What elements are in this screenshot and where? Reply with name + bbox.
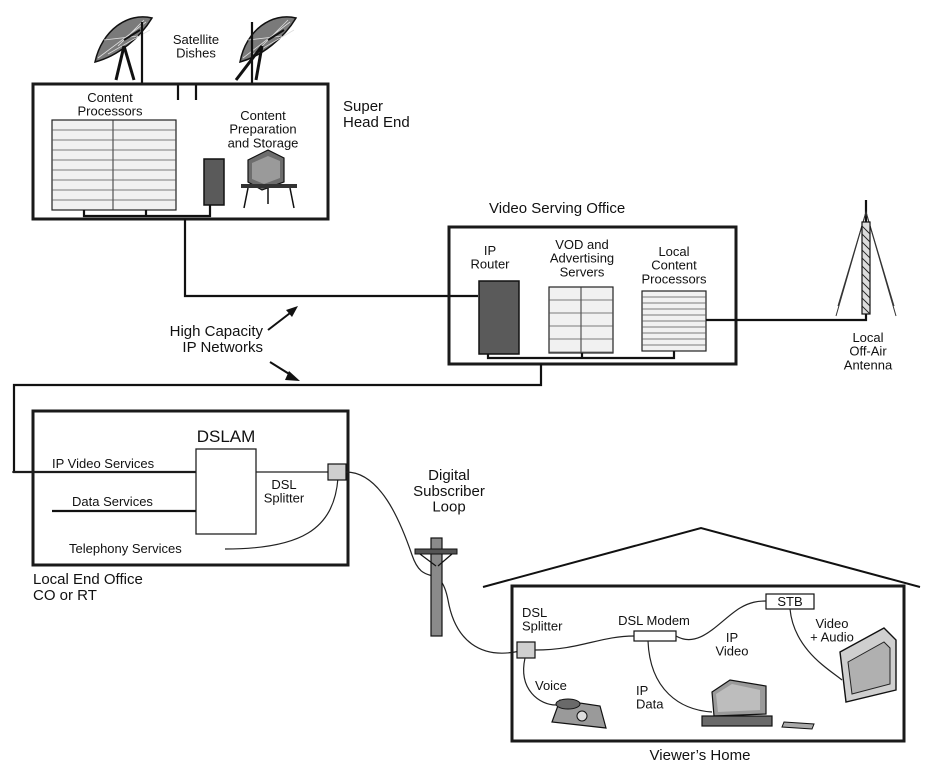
telephony-services-label: Telephony Services (69, 541, 182, 556)
workstation-icon (241, 149, 297, 209)
telephony-line (224, 477, 339, 550)
vso-box (447, 225, 738, 366)
dsl-modem-label: DSL Modem (618, 613, 690, 628)
viewers-home-title: Viewer’s Home (650, 747, 751, 764)
ip-video-services-label: IP Video Services (52, 456, 155, 471)
antenna-lattice-strut (861, 249, 871, 259)
dsl-modem-icon (633, 630, 677, 642)
computer-icon (701, 679, 815, 730)
antenna-lattice-strut (861, 281, 871, 291)
house-roof (482, 526, 921, 588)
home-dsl-splitter-icon (516, 641, 536, 659)
video-audio-label: Video+ Audio (810, 616, 854, 645)
storage-server-icon (203, 158, 225, 206)
stb-label: STB (777, 594, 802, 609)
utility-pole-icon (414, 537, 458, 637)
subscriber-loop-wire (345, 471, 521, 654)
splitter-to-phone (523, 657, 557, 706)
antenna-lattice-strut (861, 233, 871, 243)
antenna-lattice-strut (861, 257, 871, 267)
off-air-antenna-icon (835, 210, 897, 317)
satellite-dish-left-icon (94, 16, 154, 81)
antenna-lattice-strut (861, 305, 871, 315)
super-head-end-box (31, 82, 330, 221)
content-processors-rack-icon (51, 119, 177, 211)
core-link-1 (183, 219, 478, 298)
antenna-lattice-strut (861, 241, 871, 251)
modem-to-stb (675, 600, 767, 641)
antenna-lattice-strut (861, 225, 871, 235)
antenna-lattice-strut (861, 273, 871, 283)
satellite-dish-right-icon (234, 16, 298, 81)
antenna-lattice-strut (861, 297, 871, 307)
telephone-icon (551, 698, 607, 729)
vod-servers-icon (548, 286, 614, 354)
modem-to-pc (647, 640, 713, 713)
antenna-lattice-strut (861, 265, 871, 275)
local-content-processors-icon (641, 290, 707, 352)
splitter-to-modem (534, 635, 635, 651)
tv-icon (839, 627, 897, 703)
local-end-office-box (31, 409, 350, 567)
networks-arrows (267, 306, 300, 381)
local-end-office: DSLAM IP Video Services Data Services Te… (12, 409, 350, 604)
vso-title: Video Serving Office (489, 200, 625, 217)
ip-router-icon (478, 280, 520, 355)
dslam-icon (195, 448, 257, 535)
dslam-title: DSLAM (197, 427, 256, 446)
stb-to-tv (789, 608, 843, 681)
house-box (510, 584, 906, 743)
voice-label: Voice (535, 678, 567, 693)
antenna-feed (706, 200, 868, 322)
antenna-lattice-strut (861, 289, 871, 299)
data-services-label: Data Services (72, 494, 153, 509)
co-dsl-splitter-icon (327, 463, 347, 481)
